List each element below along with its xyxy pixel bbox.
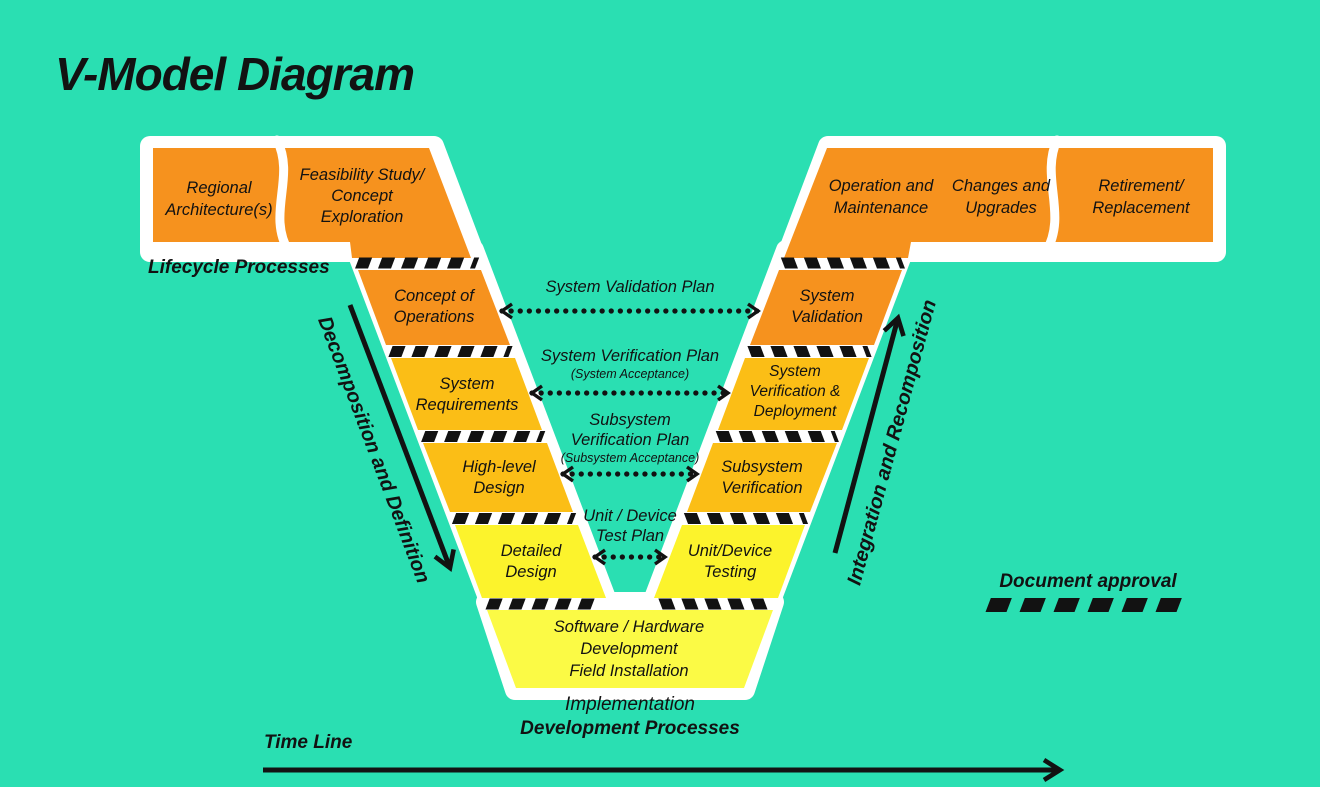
segment-system-requirements (391, 358, 542, 430)
development-processes-caption: Development Processes (520, 718, 740, 739)
software-hardware-label: Software / Hardware (554, 618, 704, 636)
segment-detailed-design (455, 525, 606, 598)
software-hardware-label: Field Installation (569, 662, 688, 680)
segment-unit-device-testing (654, 525, 805, 598)
plan-labels: System Validation Plan System Verificati… (541, 278, 719, 545)
subsystem-verification-plan-label: Subsystem (589, 411, 671, 429)
segment-high-level-design (423, 443, 573, 512)
system-validation-label: System (799, 287, 854, 305)
decomposition-arrow (347, 304, 456, 573)
changes-upgrades-label: Upgrades (965, 199, 1037, 217)
left-segment-labels: Concept of Operations System Requirement… (394, 287, 562, 581)
approval-dashes-left (355, 257, 1189, 612)
segment-software-hardware (487, 610, 773, 688)
system-acceptance-note: (System Acceptance) (571, 367, 689, 381)
segment-concept-of-operations (358, 270, 510, 345)
unit-device-testing-label: Testing (704, 563, 757, 581)
software-hardware-label: Development (580, 640, 679, 658)
bottom-segment-label: Software / Hardware Development Field In… (554, 618, 704, 680)
unit-device-test-plan-label: Test Plan (596, 527, 664, 545)
lifecycle-processes-caption: Lifecycle Processes (148, 257, 330, 278)
block-lifecycle-right (784, 148, 1213, 258)
plan-arrows (499, 302, 761, 566)
subsystem-acceptance-note: (Subsystem Acceptance) (561, 451, 699, 465)
unit-device-test-plan-label: Unit / Device (583, 507, 677, 525)
operation-maintenance-label: Operation and (829, 177, 934, 195)
detailed-design-label: Detailed (501, 542, 562, 560)
page-title: V-Model Diagram (55, 48, 414, 100)
unit-device-testing-label: Unit/Device (688, 542, 772, 560)
feasibility-study-label: Exploration (321, 208, 404, 226)
retirement-replacement-label: Replacement (1092, 199, 1191, 217)
system-verification-deployment-label: Verification & (750, 383, 841, 400)
block-lifecycle-left (153, 148, 471, 258)
system-requirements-label: Requirements (416, 396, 519, 414)
changes-upgrades-label: Changes and (952, 177, 1051, 195)
system-verification-deployment-label: Deployment (754, 403, 837, 420)
retirement-replacement-label: Retirement/ (1098, 177, 1185, 195)
integration-arrow (832, 313, 906, 554)
wave-divider-right-block (1041, 135, 1062, 257)
system-validation-plan-label: System Validation Plan (545, 278, 714, 296)
left-block-labels: Regional Architecture(s) Feasibility Stu… (164, 166, 425, 226)
segment-system-validation (750, 270, 902, 345)
regional-architectures-label: Regional (186, 179, 252, 197)
concept-of-operations-label: Concept of (394, 287, 476, 305)
subsystem-verification-plan-label: Verification Plan (571, 431, 690, 449)
implementation-caption: Implementation (565, 694, 695, 715)
right-segment-labels: Unit/Device Testing Subsystem Verificati… (688, 287, 863, 581)
segment-system-verification-deployment (718, 358, 869, 430)
subsystem-verification-label: Verification (721, 479, 802, 497)
approval-dashes-right (658, 257, 905, 610)
system-validation-label: Validation (791, 308, 863, 326)
high-level-design-label: High-level (462, 458, 537, 476)
v-segments (153, 148, 1213, 688)
concept-of-operations-label: Operations (394, 308, 475, 326)
timeline-caption: Time Line (264, 732, 353, 753)
system-verification-deployment-label: System (769, 363, 821, 380)
regional-architectures-label: Architecture(s) (164, 201, 272, 219)
wave-divider-left-block (272, 135, 294, 257)
segment-subsystem-verification (687, 443, 837, 512)
document-approval-caption: Document approval (999, 571, 1177, 592)
high-level-design-label: Design (473, 479, 524, 497)
system-verification-plan-label: System Verification Plan (541, 347, 719, 365)
right-block-labels: Operation and Maintenance Changes and Up… (829, 177, 1191, 217)
detailed-design-label: Design (505, 563, 556, 581)
feasibility-study-label: Feasibility Study/ (300, 166, 426, 184)
operation-maintenance-label: Maintenance (834, 199, 928, 217)
subsystem-verification-label: Subsystem (721, 458, 803, 476)
system-requirements-label: System (439, 375, 494, 393)
feasibility-study-label: Concept (331, 187, 394, 205)
